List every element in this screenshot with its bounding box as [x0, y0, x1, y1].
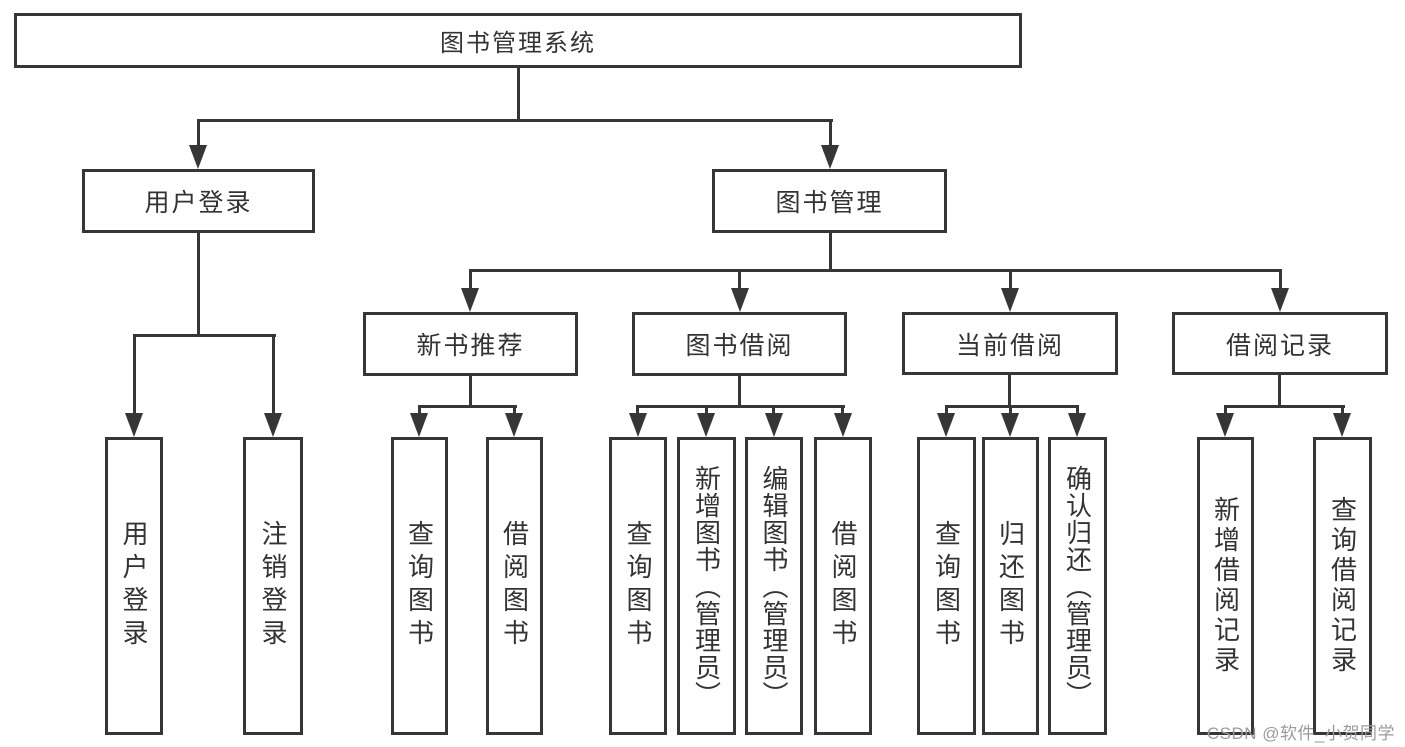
node-borrowing-records: 借阅记录	[1172, 312, 1388, 375]
leaf-borrow-books: 借阅图书	[814, 437, 872, 735]
arrow-down-icon	[629, 413, 647, 437]
leaf-label: 借阅图书	[828, 520, 858, 652]
connector-stem	[1009, 405, 1012, 419]
node-label: 新书推荐	[416, 332, 525, 360]
connector-stem	[738, 269, 741, 291]
node-label: 借阅记录	[1225, 331, 1334, 360]
connector-split	[945, 405, 1079, 408]
arrow-down-icon	[1001, 288, 1019, 312]
connector-stem	[469, 269, 472, 291]
leaf-label: 查询图书	[931, 520, 962, 652]
leaf-query-borrow-record: 查询借阅记录	[1313, 437, 1372, 735]
leaf-label: 归还图书	[995, 520, 1026, 652]
node-label: 图书管理	[775, 189, 884, 217]
arrow-down-icon	[125, 413, 143, 437]
leaf-label: 注销登录	[258, 520, 288, 652]
leaf-label: 新增图书（管理员）	[691, 464, 722, 708]
arrow-down-icon	[189, 145, 207, 169]
leaf-return-books: 归还图书	[982, 437, 1039, 735]
arrow-down-icon	[821, 145, 839, 169]
connector-drop	[1008, 375, 1011, 408]
node-current-borrowing: 当前借阅	[902, 312, 1118, 375]
node-book-management: 图书管理	[712, 169, 947, 233]
node-label: 用户登录	[144, 189, 253, 217]
leaf-label: 查询图书	[404, 520, 435, 652]
arrow-down-icon	[731, 288, 749, 312]
leaf-label: 借阅图书	[499, 520, 530, 652]
connector-drop	[738, 376, 741, 408]
connector-stem	[945, 405, 948, 419]
arrow-down-icon	[264, 413, 282, 437]
connector-stem	[829, 119, 832, 149]
leaf-label: 用户登录	[119, 520, 149, 652]
arrow-down-icon	[1068, 413, 1086, 437]
leaf-confirm-return-admin: 确认归还（管理员）	[1048, 437, 1107, 735]
arrow-down-icon	[1333, 413, 1351, 437]
arrow-down-icon	[1216, 413, 1234, 437]
connector-stem	[272, 334, 275, 419]
connector-stem	[418, 405, 421, 419]
connector-stem	[1076, 405, 1079, 419]
connector-stem	[133, 334, 136, 419]
connector-root-drop	[517, 68, 520, 122]
node-book-borrowing: 图书借阅	[632, 312, 847, 376]
connector-stem	[1009, 269, 1012, 291]
leaf-label: 确认归还（管理员）	[1062, 464, 1093, 708]
node-label: 图书管理系统	[440, 30, 596, 57]
leaf-query-books: 查询图书	[609, 437, 667, 735]
arrow-down-icon	[1271, 288, 1289, 312]
arrow-down-icon	[505, 413, 523, 437]
leaf-label: 编辑图书（管理员）	[759, 464, 789, 708]
arrow-down-icon	[834, 413, 852, 437]
node-label: 图书借阅	[685, 332, 794, 360]
connector-split	[418, 405, 517, 408]
arrow-down-icon	[1001, 413, 1019, 437]
leaf-query-books: 查询图书	[917, 437, 976, 735]
leaf-edit-books-admin: 编辑图书（管理员）	[745, 437, 803, 735]
arrow-down-icon	[937, 413, 955, 437]
connector-drop	[1278, 375, 1281, 408]
leaf-user-login: 用户登录	[105, 437, 163, 735]
arrow-down-icon	[765, 413, 783, 437]
connector-drop	[469, 376, 472, 408]
connector-stem	[705, 405, 708, 419]
connector-split	[636, 405, 845, 408]
connector-split	[1224, 405, 1345, 408]
connector-stem	[197, 119, 200, 149]
connector-book-management-drop	[829, 233, 832, 272]
node-label: 当前借阅	[955, 331, 1064, 360]
connector-user-login-split	[133, 334, 276, 337]
leaf-label: 查询借阅记录	[1327, 496, 1358, 676]
leaf-label: 新增借阅记录	[1210, 496, 1241, 676]
node-user-login: 用户登录	[82, 169, 315, 233]
leaf-borrow-books: 借阅图书	[486, 437, 543, 735]
connector-stem	[772, 405, 775, 419]
arrow-down-icon	[697, 413, 715, 437]
csdn-watermark: CSDN @软件_小贺同学	[1206, 724, 1395, 743]
connector-stem	[1224, 405, 1227, 419]
connector-user-login-drop	[197, 233, 200, 337]
connector-stem	[1279, 269, 1282, 291]
leaf-query-books: 查询图书	[391, 437, 448, 735]
arrow-down-icon	[410, 413, 428, 437]
leaf-add-books-admin: 新增图书（管理员）	[677, 437, 736, 735]
connector-level2-split	[469, 269, 1282, 272]
leaf-logout: 注销登录	[243, 437, 303, 735]
node-new-book-recommendation: 新书推荐	[363, 312, 578, 376]
node-library-management-system: 图书管理系统	[14, 13, 1022, 68]
connector-level1-split	[197, 119, 833, 122]
connector-stem	[841, 405, 844, 419]
connector-stem	[513, 405, 516, 419]
connector-stem	[636, 405, 639, 419]
leaf-add-borrow-record: 新增借阅记录	[1197, 437, 1254, 735]
leaf-label: 查询图书	[623, 520, 653, 652]
arrow-down-icon	[461, 288, 479, 312]
connector-stem	[1341, 405, 1344, 419]
